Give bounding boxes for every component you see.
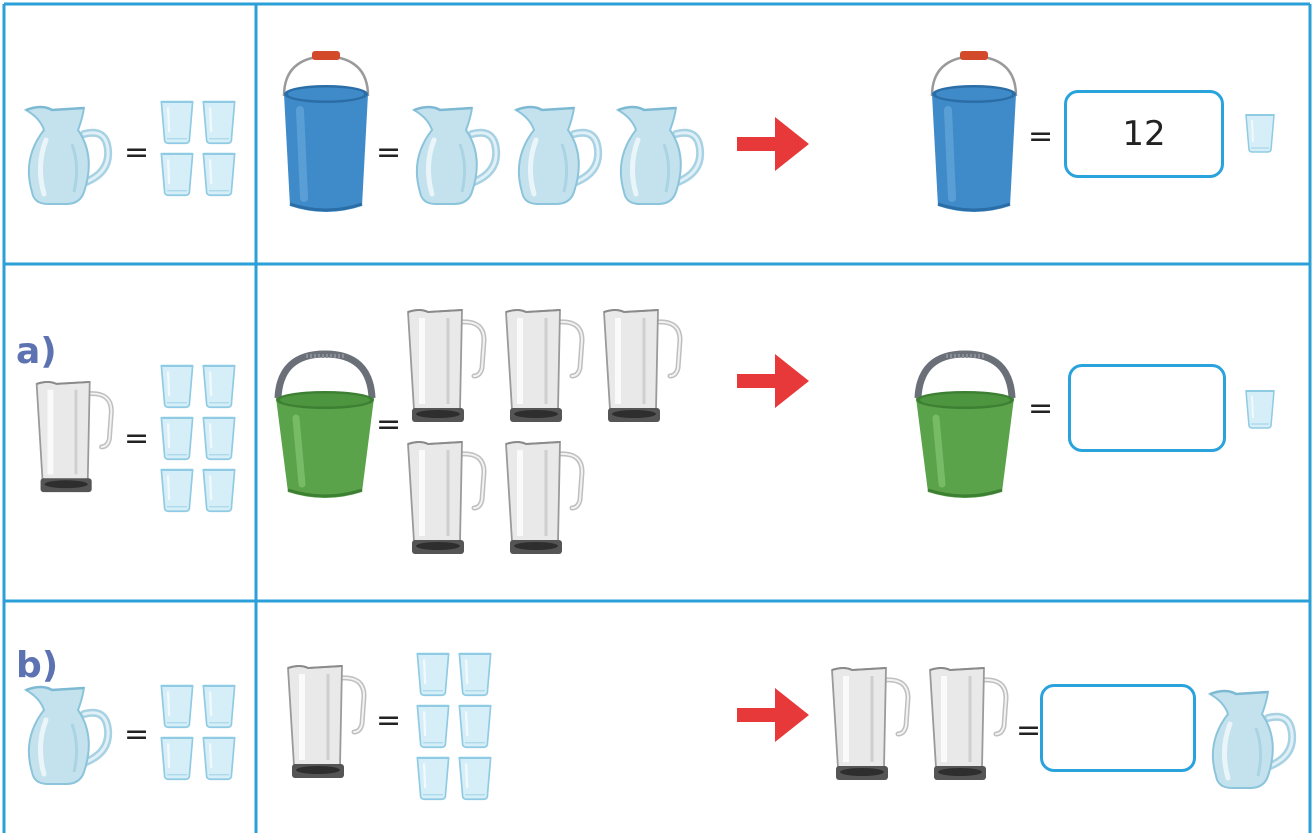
answer-box[interactable] bbox=[1040, 684, 1196, 772]
round-pitcher-icon bbox=[22, 100, 114, 206]
tall-jug-icon bbox=[502, 306, 586, 426]
glass-icon bbox=[200, 98, 238, 146]
answer-box[interactable] bbox=[1068, 364, 1226, 452]
round-pitcher-icon bbox=[410, 100, 502, 206]
glass-icon bbox=[158, 466, 196, 514]
glass-icon bbox=[200, 466, 238, 514]
round-pitcher-icon bbox=[512, 100, 604, 206]
glass-icon bbox=[1243, 110, 1277, 156]
tall-jug-icon bbox=[404, 438, 488, 558]
glass-icon bbox=[158, 414, 196, 462]
glass-icon bbox=[456, 650, 494, 698]
glasses-group bbox=[158, 98, 242, 202]
question-label: b) bbox=[16, 648, 58, 684]
tall-jug-icon bbox=[404, 306, 488, 426]
tall-jug-icon bbox=[926, 664, 1010, 784]
tall-jug-icon bbox=[32, 378, 116, 496]
glass-icon bbox=[456, 754, 494, 802]
equals-sign: = bbox=[1016, 716, 1041, 746]
equals-sign: = bbox=[376, 138, 401, 168]
glass-icon bbox=[200, 682, 238, 730]
green-bucket-icon bbox=[910, 346, 1020, 502]
right-arrow-icon bbox=[735, 350, 811, 412]
tall-jug-icon bbox=[284, 662, 368, 782]
blue-bucket-icon bbox=[926, 48, 1022, 216]
round-pitcher-icon bbox=[614, 100, 706, 206]
equals-sign: = bbox=[1028, 122, 1053, 152]
glass-icon bbox=[414, 650, 452, 698]
glass-icon bbox=[158, 362, 196, 410]
glasses-group bbox=[414, 650, 498, 806]
equals-sign: = bbox=[124, 424, 149, 454]
equals-sign: = bbox=[376, 410, 401, 440]
glass-icon bbox=[158, 734, 196, 782]
glass-icon bbox=[1243, 386, 1277, 432]
question-label: a) bbox=[16, 334, 57, 370]
equals-sign: = bbox=[1028, 394, 1053, 424]
equals-sign: = bbox=[124, 138, 149, 168]
tall-jug-icon bbox=[600, 306, 684, 426]
green-bucket-icon bbox=[270, 346, 380, 502]
glass-icon bbox=[414, 702, 452, 750]
equals-sign: = bbox=[376, 706, 401, 736]
glass-icon bbox=[158, 682, 196, 730]
glasses-group bbox=[158, 362, 242, 518]
equals-sign: = bbox=[124, 720, 149, 750]
tall-jug-icon bbox=[828, 664, 912, 784]
glass-icon bbox=[158, 150, 196, 198]
glass-icon bbox=[158, 98, 196, 146]
glass-icon bbox=[200, 414, 238, 462]
tall-jug-icon bbox=[502, 438, 586, 558]
round-pitcher-icon bbox=[1206, 684, 1298, 790]
round-pitcher-icon bbox=[22, 680, 114, 786]
glass-icon bbox=[200, 362, 238, 410]
glass-icon bbox=[456, 702, 494, 750]
glass-icon bbox=[200, 150, 238, 198]
answer-box[interactable]: 12 bbox=[1064, 90, 1224, 178]
right-arrow-icon bbox=[735, 113, 811, 175]
glasses-group bbox=[158, 682, 242, 786]
glass-icon bbox=[200, 734, 238, 782]
glass-icon bbox=[414, 754, 452, 802]
blue-bucket-icon bbox=[278, 48, 374, 216]
right-arrow-icon bbox=[735, 684, 811, 746]
